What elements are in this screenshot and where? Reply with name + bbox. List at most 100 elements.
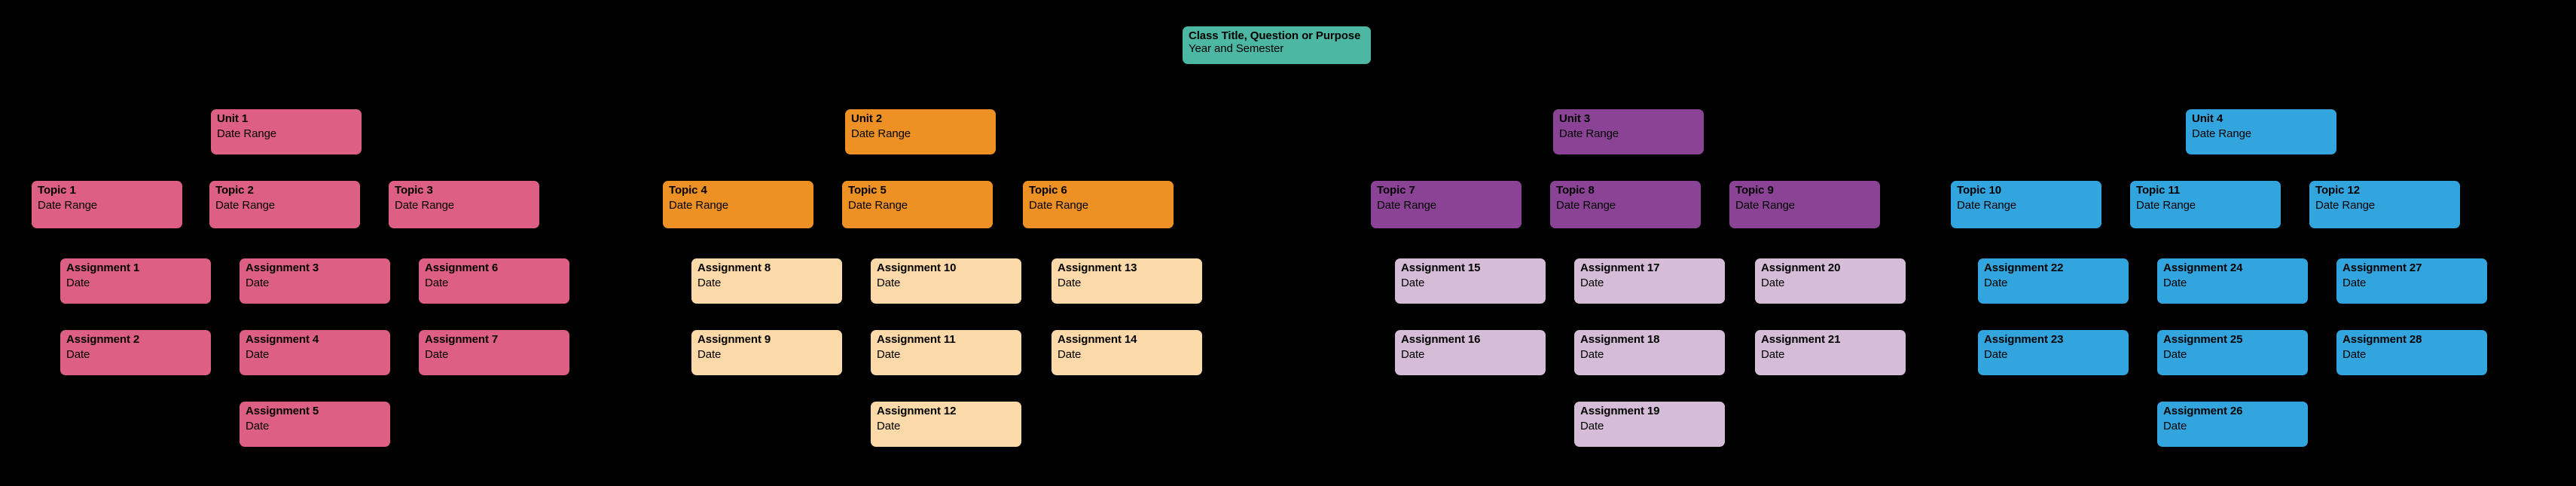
- assignment-title: Assignment 28: [2343, 333, 2422, 346]
- assignment-title: Assignment 5: [246, 405, 319, 417]
- topic-subtitle: Date Range: [1957, 198, 2017, 212]
- class-subtitle-text: Year and Semester: [1189, 41, 1284, 55]
- assignment-title: Assignment 10: [877, 261, 957, 274]
- assignment-subtitle: Date: [2343, 347, 2367, 361]
- assignment-title: Assignment 16: [1401, 333, 1481, 346]
- assignment-card[interactable]: Assignment 10 Date: [871, 258, 1021, 304]
- unit-subtitle: Date Range: [1559, 127, 1619, 140]
- assignment-subtitle: Date: [1761, 347, 1785, 361]
- assignment-title: Assignment 15: [1401, 261, 1481, 274]
- assignment-subtitle: Date: [2163, 419, 2187, 433]
- assignment-subtitle: Date: [697, 276, 722, 289]
- assignment-subtitle: Date: [246, 276, 270, 289]
- assignment-subtitle: Date: [66, 347, 90, 361]
- topic-subtitle: Date Range: [395, 198, 455, 212]
- unit-title: Unit 2: [851, 112, 883, 125]
- assignment-title: Assignment 20: [1761, 261, 1841, 274]
- assignment-subtitle: Date: [246, 347, 270, 361]
- unit-title: Unit 3: [1559, 112, 1591, 125]
- assignment-subtitle: Date: [1401, 276, 1425, 289]
- topic-title: Topic 5: [848, 184, 887, 197]
- assignment-subtitle: Date: [425, 347, 449, 361]
- topic-subtitle: Date Range: [38, 198, 98, 212]
- assignment-title: Assignment 13: [1058, 261, 1137, 274]
- assignment-title: Assignment 12: [877, 405, 957, 417]
- assignment-subtitle: Date: [66, 276, 90, 289]
- assignment-title: Assignment 23: [1984, 333, 2064, 346]
- unit-subtitle: Date Range: [2192, 127, 2252, 140]
- assignment-title: Assignment 18: [1580, 333, 1660, 346]
- assignment-subtitle: Date: [877, 347, 901, 361]
- assignment-title: Assignment 22: [1984, 261, 2064, 274]
- topic-title: Topic 12: [2315, 184, 2360, 197]
- topic-title: Topic 7: [1377, 184, 1415, 197]
- assignment-title: Assignment 26: [2163, 405, 2243, 417]
- topic-title: Topic 6: [1029, 184, 1067, 197]
- assignment-subtitle: Date: [1984, 276, 2008, 289]
- assignment-subtitle: Date: [697, 347, 722, 361]
- assignment-card[interactable]: Assignment 22 Date: [1978, 258, 2129, 304]
- assignment-title: Assignment 9: [697, 333, 771, 346]
- assignment-subtitle: Date: [877, 276, 901, 289]
- topic-subtitle: Date Range: [669, 198, 729, 212]
- assignment-title: Assignment 8: [697, 261, 771, 274]
- unit-subtitle: Date Range: [217, 127, 277, 140]
- topic-subtitle: Date Range: [2136, 198, 2196, 212]
- assignment-card[interactable]: Assignment 15 Date: [1395, 258, 1546, 304]
- assignment-card[interactable]: Assignment 8 Date: [691, 258, 842, 304]
- assignment-title: Assignment 6: [425, 261, 499, 274]
- topic-title: Topic 8: [1556, 184, 1595, 197]
- assignment-subtitle: Date: [1401, 347, 1425, 361]
- assignment-subtitle: Date: [425, 276, 449, 289]
- assignment-card[interactable]: Assignment 12 Date: [871, 402, 1021, 447]
- topic-title: Topic 3: [395, 184, 433, 197]
- topic-title: Topic 11: [2136, 184, 2181, 197]
- assignment-title: Assignment 4: [246, 333, 319, 346]
- topic-subtitle: Date Range: [848, 198, 908, 212]
- assignment-subtitle: Date: [1058, 347, 1082, 361]
- assignment-card[interactable]: Assignment 6 Date: [419, 258, 569, 304]
- unit-card[interactable]: Unit 3 Date Range: [1553, 109, 1704, 154]
- assignment-subtitle: Date: [877, 419, 901, 433]
- assignment-title: Assignment 27: [2343, 261, 2422, 274]
- class-title-card[interactable]: Class Title, Question or Purpose Year an…: [1183, 26, 1371, 64]
- assignment-card[interactable]: Assignment 26 Date: [2157, 402, 2308, 447]
